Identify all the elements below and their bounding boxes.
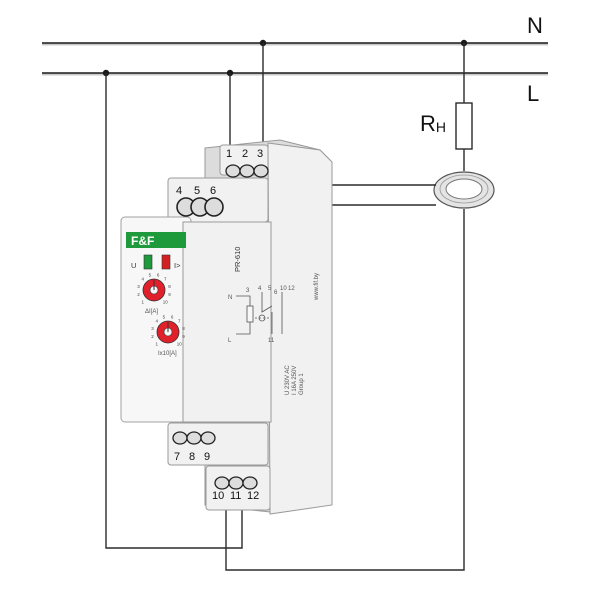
- led-green: [143, 254, 153, 270]
- fif-logo: F&F: [126, 232, 186, 248]
- knob-ix10-tick-1: 1: [155, 341, 158, 346]
- knob-delta-i-tick-4: 4: [141, 277, 144, 282]
- relay-mid-body: [182, 221, 272, 423]
- led-red: [161, 254, 171, 270]
- schem-label-l: L: [228, 338, 232, 344]
- knob-delta-i-tick-3: 3: [137, 284, 140, 289]
- screws-top-lower: [176, 197, 224, 217]
- current-transformer-hole: [445, 178, 483, 200]
- terminal-12-label: 12: [247, 490, 259, 502]
- terminal-4-label: 4: [176, 185, 182, 197]
- knob-ix10-tick-7: 7: [178, 319, 181, 324]
- terminal-11-label: 11: [230, 490, 241, 502]
- terminal-6-label: 6: [210, 185, 216, 197]
- wire-l-to-terminal-11: [105, 73, 243, 549]
- knob-delta-i-label: ΔI[A]: [145, 309, 158, 315]
- model-label: PR-610: [233, 247, 242, 272]
- relay-side-face: [267, 142, 333, 515]
- website-label: www.fif.by: [314, 273, 320, 301]
- indicator-u-label: U: [131, 261, 136, 270]
- schem-label-11: 11: [268, 338, 275, 344]
- terminal-2-label: 2: [242, 148, 248, 160]
- screws-bottom-upper: [172, 431, 216, 445]
- spec-line-1: U 230V AC: [285, 365, 291, 395]
- load-resistor: [455, 102, 473, 150]
- terminal-3-label: 3: [257, 148, 263, 160]
- schem-label-5: 5: [268, 286, 272, 292]
- knob-delta-i[interactable]: [142, 278, 166, 302]
- knob-ix10-tick-5: 5: [163, 315, 166, 320]
- schem-label-4: 4: [258, 286, 262, 292]
- knob-ix10-tick-9: 9: [182, 334, 185, 339]
- spec-line-3: Group 1: [299, 373, 305, 395]
- terminal-7-label: 7: [174, 451, 180, 463]
- knob-ix10-tick-6: 6: [171, 315, 174, 320]
- wire-load-return: [225, 209, 465, 571]
- knob-ix10[interactable]: [156, 320, 180, 344]
- terminal-5-label: 5: [194, 185, 200, 197]
- live-label: L: [527, 81, 539, 106]
- knob-delta-i-tick-8: 8: [168, 284, 171, 289]
- schem-label-12: 12: [288, 286, 295, 292]
- knob-ix10-tick-3: 3: [151, 326, 154, 331]
- schem-label-3: 3: [246, 288, 250, 294]
- knob-delta-i-tick-9: 9: [168, 292, 171, 297]
- schem-label-6: 6: [274, 290, 278, 296]
- internal-schematic: [236, 292, 283, 335]
- schem-label-10: 10: [280, 286, 287, 292]
- knob-delta-i-tick-2: 2: [137, 292, 140, 297]
- spec-line-2: I 16A 250V: [292, 366, 298, 395]
- knob-delta-i-tick-10: 10: [163, 299, 169, 304]
- screws-bottom-lower: [214, 476, 258, 490]
- knob-delta-i-tick-5: 5: [149, 273, 152, 278]
- knob-delta-i-tick-6: 6: [157, 273, 160, 278]
- knob-delta-i-tick-7: 7: [164, 277, 167, 282]
- terminal-9-label: 9: [204, 451, 210, 463]
- schem-label-n: N: [228, 295, 232, 301]
- indicator-i-label: I>: [174, 261, 181, 270]
- svg-text:F&F: F&F: [131, 234, 154, 248]
- current-transformer-ring: [439, 174, 489, 204]
- knob-ix10-label: Ix10[A]: [158, 351, 177, 357]
- terminal-10-label: 10: [212, 490, 224, 502]
- knob-ix10-tick-10: 10: [177, 341, 183, 346]
- neutral-label: N: [527, 13, 543, 38]
- knob-delta-i-tick-1: 1: [141, 299, 144, 304]
- terminal-1-label: 1: [226, 148, 232, 160]
- screws-top-upper: [225, 164, 269, 178]
- knob-ix10-tick-4: 4: [155, 319, 158, 324]
- load-label: RH: [420, 111, 446, 136]
- knob-ix10-tick-8: 8: [182, 326, 185, 331]
- terminal-8-label: 8: [189, 451, 195, 463]
- knob-ix10-tick-2: 2: [151, 334, 154, 339]
